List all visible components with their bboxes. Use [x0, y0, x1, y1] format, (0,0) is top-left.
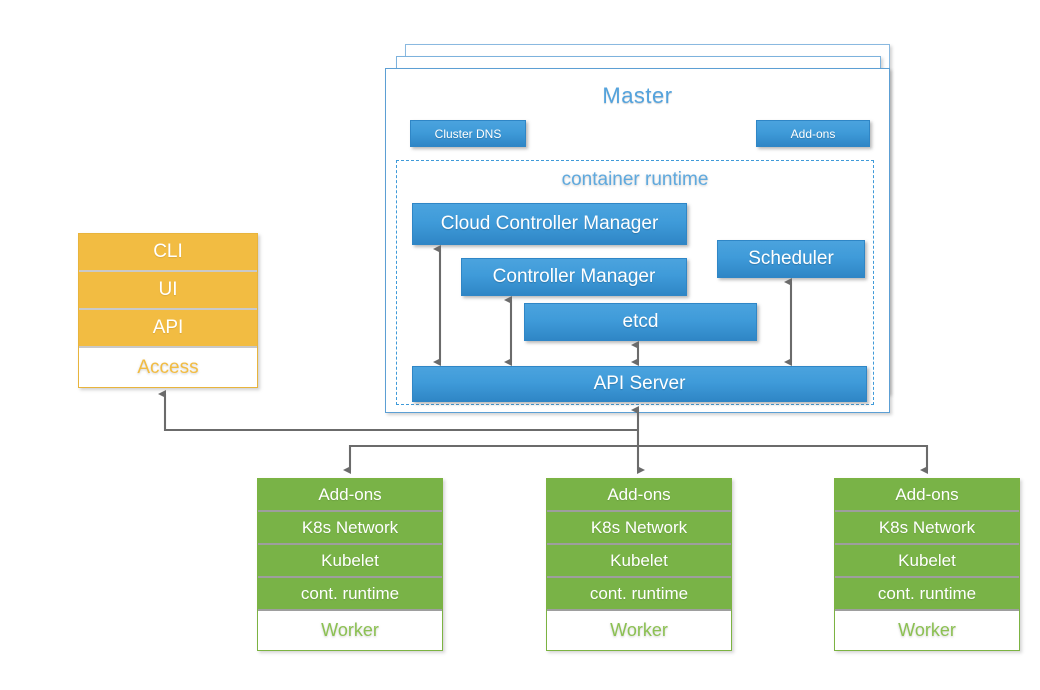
container-runtime-title: container runtime	[561, 169, 709, 190]
worker-3-row-kubelet-label: Kubelet	[898, 550, 956, 570]
worker-1-row-k8s-network[interactable]: K8s Network	[258, 512, 442, 545]
controller-manager-box[interactable]: Controller Manager	[461, 258, 687, 296]
worker-1-row-kubelet[interactable]: Kubelet	[258, 545, 442, 578]
access-box[interactable]: CLI UI API Access	[78, 233, 258, 388]
arrow-apiserver-to-worker-1	[343, 444, 638, 474]
worker-2-label: Worker	[547, 611, 731, 650]
api-server-label: API Server	[593, 373, 686, 394]
access-row-ui[interactable]: UI	[79, 272, 257, 310]
worker-1-row-cont-runtime[interactable]: cont. runtime	[258, 578, 442, 611]
worker-1-row-k8s-network-label: K8s Network	[301, 517, 399, 537]
worker-1-row-addons[interactable]: Add-ons	[258, 479, 442, 512]
worker-node-3[interactable]: Add-ons K8s Network Kubelet cont. runtim…	[834, 478, 1020, 651]
worker-3-label-text: Worker	[898, 620, 956, 640]
worker-3-row-addons-label: Add-ons	[895, 484, 959, 504]
access-row-api-label: API	[152, 317, 184, 338]
worker-2-row-cont-runtime-label: cont. runtime	[589, 583, 689, 603]
arrow-apiserver-to-worker-3	[638, 444, 929, 474]
cloud-controller-manager-box[interactable]: Cloud Controller Manager	[412, 203, 687, 245]
worker-node-2[interactable]: Add-ons K8s Network Kubelet cont. runtim…	[546, 478, 732, 651]
worker-1-label: Worker	[258, 611, 442, 650]
worker-1-row-addons-label: Add-ons	[318, 484, 382, 504]
access-row-ui-label: UI	[158, 279, 178, 300]
worker-1-row-kubelet-label: Kubelet	[321, 550, 379, 570]
access-label-text: Access	[137, 356, 199, 378]
etcd-label: etcd	[622, 311, 659, 332]
access-row-cli[interactable]: CLI	[79, 234, 257, 272]
scheduler-box[interactable]: Scheduler	[717, 240, 865, 278]
worker-3-row-kubelet[interactable]: Kubelet	[835, 545, 1019, 578]
api-server-box[interactable]: API Server	[412, 366, 867, 402]
master-addons-box[interactable]: Add-ons	[756, 120, 870, 147]
access-row-api[interactable]: API	[79, 310, 257, 348]
worker-node-1[interactable]: Add-ons K8s Network Kubelet cont. runtim…	[257, 478, 443, 651]
etcd-box[interactable]: etcd	[524, 303, 757, 341]
master-addons-label: Add-ons	[790, 126, 836, 141]
access-label: Access	[79, 348, 257, 387]
worker-1-row-cont-runtime-label: cont. runtime	[300, 583, 400, 603]
worker-2-row-addons[interactable]: Add-ons	[547, 479, 731, 512]
worker-2-row-cont-runtime[interactable]: cont. runtime	[547, 578, 731, 611]
cloud-controller-manager-label: Cloud Controller Manager	[440, 213, 659, 234]
worker-2-row-kubelet-label: Kubelet	[610, 550, 668, 570]
worker-3-row-k8s-network[interactable]: K8s Network	[835, 512, 1019, 545]
worker-3-row-cont-runtime[interactable]: cont. runtime	[835, 578, 1019, 611]
worker-2-row-k8s-network-label: K8s Network	[590, 517, 688, 537]
worker-3-row-addons[interactable]: Add-ons	[835, 479, 1019, 512]
worker-2-row-kubelet[interactable]: Kubelet	[547, 545, 731, 578]
cluster-dns-box[interactable]: Cluster DNS	[410, 120, 526, 147]
controller-manager-label: Controller Manager	[492, 266, 656, 287]
worker-2-row-addons-label: Add-ons	[607, 484, 671, 504]
worker-3-row-cont-runtime-label: cont. runtime	[877, 583, 977, 603]
access-row-cli-label: CLI	[153, 241, 183, 262]
master-title: Master	[602, 83, 673, 108]
worker-3-label: Worker	[835, 611, 1019, 650]
scheduler-label: Scheduler	[748, 248, 834, 269]
worker-3-row-k8s-network-label: K8s Network	[878, 517, 976, 537]
cluster-dns-label: Cluster DNS	[434, 126, 502, 141]
worker-2-label-text: Worker	[610, 620, 668, 640]
worker-2-row-k8s-network[interactable]: K8s Network	[547, 512, 731, 545]
worker-1-label-text: Worker	[321, 620, 379, 640]
